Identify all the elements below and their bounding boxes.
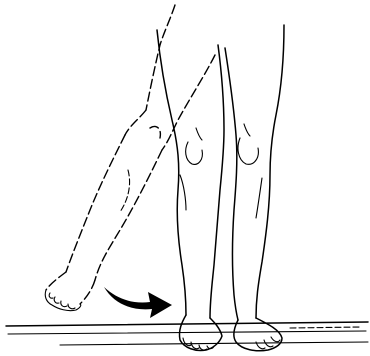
swinging-leg <box>45 5 215 311</box>
standing-leg-right <box>225 25 284 351</box>
curved-arrow-right-icon <box>104 287 172 318</box>
floor-lines <box>6 322 368 345</box>
